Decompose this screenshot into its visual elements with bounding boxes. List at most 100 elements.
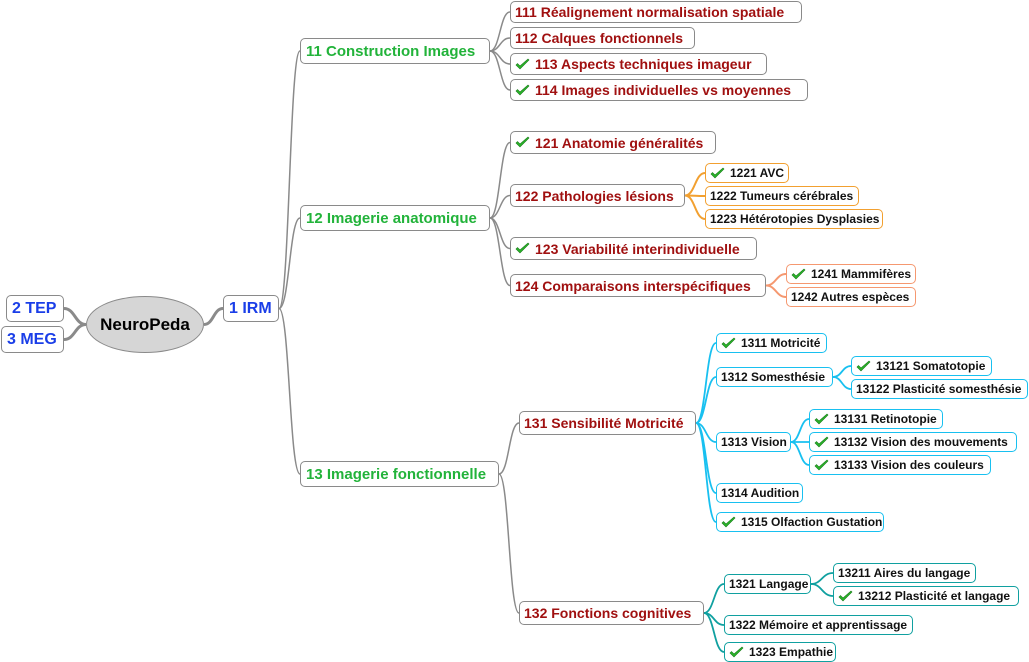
node-label: 114 Images individuelles vs moyennes [535, 82, 792, 98]
node-imagerie-fonctionnelle[interactable]: 13 Imagerie fonctionnelle [300, 461, 499, 487]
node-13133[interactable]: 13133 Vision des couleurs [809, 455, 991, 475]
node-1321[interactable]: 1321 Langage [724, 574, 811, 594]
connector-n-irm-n-11 [278, 50, 301, 310]
node-label: 1 IRM [229, 299, 272, 317]
check-mark-icon [814, 413, 829, 426]
node-meg[interactable]: 3 MEG [1, 326, 64, 353]
node-13211[interactable]: 13211 Aires du langage [833, 563, 976, 583]
node-13122[interactable]: 13122 Plasticité somesthésie [851, 379, 1028, 399]
node-132[interactable]: 132 Fonctions cognitives [519, 601, 704, 625]
check-mark-icon [856, 360, 871, 373]
node-label: 1311 Motricité [741, 336, 821, 350]
node-131[interactable]: 131 Sensibilité Motricité [519, 411, 696, 435]
node-121[interactable]: 121 Anatomie généralités [510, 131, 716, 154]
node-1312[interactable]: 1312 Somesthésie [716, 367, 833, 387]
node-label: 132 Fonctions cognitives [524, 605, 692, 621]
connector-n-1313-n-13133 [790, 441, 810, 466]
node-13131[interactable]: 13131 Retinotopie [809, 409, 943, 429]
node-label: 113 Aspects techniques imageur [535, 56, 752, 72]
connector-n-1312-n-13122 [832, 376, 852, 390]
node-label: 1314 Audition [721, 486, 800, 500]
node-1313[interactable]: 1313 Vision [716, 432, 791, 452]
connector-n-root-n-irm [203, 307, 224, 326]
node-114[interactable]: 114 Images individuelles vs moyennes [510, 79, 808, 101]
node-123[interactable]: 123 Variabilité interindividuelle [510, 237, 757, 260]
node-1315[interactable]: 1315 Olfaction Gustation [716, 512, 884, 532]
node-label: 13133 Vision des couleurs [834, 458, 984, 472]
root-label: NeuroPeda [100, 314, 190, 334]
node-label: 3 MEG [7, 330, 57, 348]
connector-n-13-n-132 [498, 473, 520, 614]
connector-n-122-n-1221 [684, 172, 706, 197]
node-label: 1222 Tumeurs cérébrales [710, 189, 854, 203]
node-label: 13211 Aires du langage [838, 566, 971, 580]
node-label: 13131 Retinotopie [834, 412, 937, 426]
check-mark-icon [515, 84, 530, 97]
node-label: 1241 Mammifères [811, 267, 912, 281]
node-1323[interactable]: 1323 Empathie [724, 642, 836, 662]
root-node[interactable]: NeuroPeda [86, 296, 204, 353]
node-1222[interactable]: 1222 Tumeurs cérébrales [705, 186, 859, 206]
check-mark-icon [710, 167, 725, 180]
node-label: 1321 Langage [729, 577, 809, 591]
node-label: 13121 Somatotopie [876, 359, 986, 373]
check-mark-icon [515, 136, 530, 149]
connector-n-124-n-1242 [765, 284, 787, 298]
node-1322[interactable]: 1322 Mémoire et apprentissage [724, 615, 913, 635]
connector-n-132-n-1321 [703, 583, 725, 614]
node-label: 112 Calques fonctionnels [515, 30, 684, 46]
node-tep[interactable]: 2 TEP [6, 295, 64, 322]
check-mark-icon [791, 268, 806, 281]
node-label: 13122 Plasticité somesthésie [856, 382, 1022, 396]
node-label: 1312 Somesthésie [721, 370, 826, 384]
node-label: 13132 Vision des mouvements [834, 435, 1008, 449]
node-1221[interactable]: 1221 AVC [705, 163, 789, 183]
node-label: 1242 Autres espèces [791, 290, 910, 304]
connector-n-12-n-121 [489, 141, 511, 219]
check-mark-icon [814, 459, 829, 472]
node-1314[interactable]: 1314 Audition [716, 483, 803, 503]
node-label: 111 Réalignement normalisation spatiale [515, 4, 785, 20]
connector-n-12-n-123 [489, 217, 511, 250]
node-13132[interactable]: 13132 Vision des mouvements [809, 432, 1017, 452]
node-label: 13 Imagerie fonctionnelle [306, 465, 487, 483]
node-label: 11 Construction Images [306, 42, 476, 60]
node-label: 2 TEP [12, 299, 57, 317]
node-construction-images[interactable]: 11 Construction Images [300, 38, 490, 64]
node-112[interactable]: 112 Calques fonctionnels [510, 27, 695, 49]
node-label: 121 Anatomie généralités [535, 134, 704, 151]
node-label: 131 Sensibilité Motricité [524, 415, 684, 431]
node-1223[interactable]: 1223 Hétérotopies Dysplasies [705, 209, 883, 229]
node-1311[interactable]: 1311 Motricité [716, 333, 827, 353]
node-113[interactable]: 113 Aspects techniques imageur [510, 53, 767, 75]
check-mark-icon [721, 516, 736, 529]
connector-n-1312-n-13121 [832, 365, 852, 378]
node-label: 122 Pathologies lésions [515, 187, 674, 204]
connector-n-124-n-1241 [765, 273, 787, 287]
connector-n-irm-n-13 [278, 307, 301, 475]
node-label: 1313 Vision [721, 435, 787, 449]
node-irm[interactable]: 1 IRM [223, 295, 279, 322]
node-111[interactable]: 111 Réalignement normalisation spatiale [510, 1, 802, 23]
connector-n-irm-n-12 [278, 217, 301, 310]
connector-n-12-n-122 [489, 194, 511, 219]
connector-n-root-n-tep [63, 307, 87, 326]
node-1242[interactable]: 1242 Autres espèces [786, 287, 916, 307]
check-mark-icon [721, 337, 736, 350]
node-1241[interactable]: 1241 Mammifères [786, 264, 916, 284]
node-13121[interactable]: 13121 Somatotopie [851, 356, 992, 376]
check-mark-icon [515, 58, 530, 71]
node-122[interactable]: 122 Pathologies lésions [510, 184, 685, 207]
node-label: 12 Imagerie anatomique [306, 209, 477, 227]
node-label: 124 Comparaisons interspécifiques [515, 277, 751, 294]
node-label: 1221 AVC [730, 166, 785, 180]
node-13212[interactable]: 13212 Plasticité et langage [833, 586, 1019, 606]
connector-n-122-n-1223 [684, 194, 706, 220]
connector-n-root-n-meg [63, 323, 87, 341]
node-label: 1323 Empathie [749, 645, 834, 659]
check-mark-icon [729, 646, 744, 659]
connector-n-131-n-1312 [695, 376, 717, 424]
node-124[interactable]: 124 Comparaisons interspécifiques [510, 274, 766, 297]
node-imagerie-anatomique[interactable]: 12 Imagerie anatomique [300, 205, 490, 231]
